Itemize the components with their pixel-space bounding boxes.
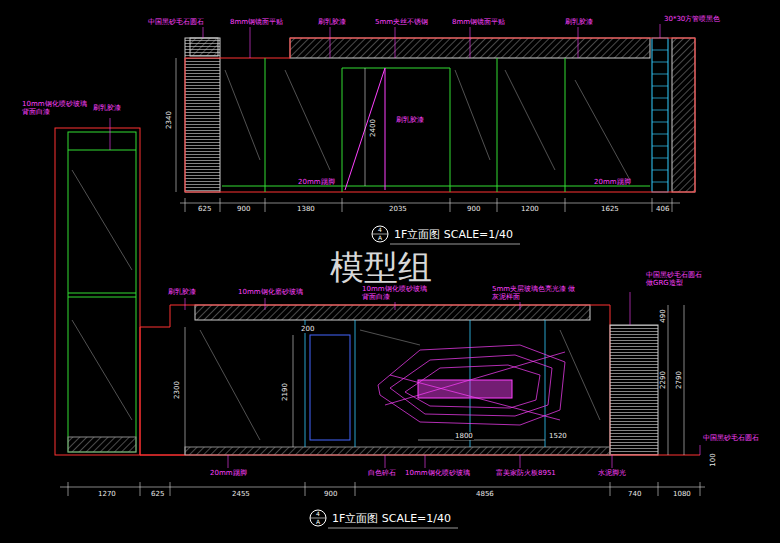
watermark: 模型组	[330, 248, 432, 287]
section-mark: A	[378, 235, 382, 242]
dimension: 625	[150, 490, 165, 498]
material-note: 刷乳胶漆	[396, 116, 424, 124]
view-title: 1F立面图 SCALE=1/40	[394, 229, 513, 242]
dimension: 900	[323, 490, 338, 498]
dimension: 490	[659, 308, 667, 323]
material-note: 富美家防火板8951	[496, 469, 556, 477]
dimension: 1200	[520, 205, 540, 213]
material-note: 5mm夹层玻璃色亮光漆 做灰泥样面	[492, 285, 578, 301]
dimension: 2290	[659, 370, 667, 390]
dimension: 2035	[388, 205, 408, 213]
dimension: 2340	[165, 110, 173, 130]
dimension: 100	[709, 452, 717, 467]
dimension: 2400	[369, 118, 377, 138]
dimension: 406	[655, 205, 670, 213]
section-mark: 4	[316, 511, 320, 518]
material-note: 10mm钢化磨砂玻璃	[238, 288, 303, 296]
material-note: 刷乳胶漆	[565, 18, 593, 26]
dimension: 2790	[675, 370, 683, 390]
dimension: 2300	[173, 380, 181, 400]
dimension: 1625	[600, 205, 620, 213]
dimension: 2455	[231, 490, 251, 498]
dimension: 200	[300, 325, 315, 333]
material-note: 5mm夹丝不锈钢	[375, 18, 428, 26]
material-note: 20mm踢脚	[210, 469, 247, 477]
dimension: 2190	[281, 382, 289, 402]
material-note: 10mm钢化喷砂玻璃	[405, 469, 470, 477]
dimension: 1270	[97, 490, 117, 498]
material-note: 中国黑砂毛石圆石	[703, 434, 759, 442]
material-note: 10mm钢化喷砂玻璃 背面白漆	[22, 100, 88, 116]
material-note: 中国黑砂毛石圆石 做GRG造型	[646, 271, 708, 287]
material-note: 20mm踢脚	[298, 178, 335, 186]
material-note: 30*30方管喷黑色	[664, 15, 720, 23]
material-note: 8mm钢镜面平贴	[452, 18, 505, 26]
dimension: 740	[627, 490, 642, 498]
material-note: 8mm钢镜面平贴	[230, 18, 283, 26]
dimension: 625	[197, 205, 212, 213]
material-note: 水泥脚光	[598, 469, 626, 477]
section-mark: A	[316, 519, 320, 526]
material-note: 20mm踢脚	[594, 178, 631, 186]
view-title: 1F立面图 SCALE=1/40	[332, 513, 451, 526]
dimension: 1800	[454, 432, 474, 440]
material-note: 刷乳胶漆	[168, 288, 196, 296]
material-note: 刷乳胶漆	[318, 18, 346, 26]
dimension: 1380	[296, 205, 316, 213]
dimension: 900	[466, 205, 481, 213]
material-note: 刷乳胶漆	[93, 104, 121, 112]
material-note: 白色碎石	[368, 469, 396, 477]
dimension: 1520	[548, 432, 568, 440]
dimension: 4856	[475, 490, 495, 498]
dimension: 900	[236, 205, 251, 213]
material-note: 10mm钢化喷砂玻璃 背面白漆	[362, 285, 434, 301]
section-mark: 4	[378, 227, 382, 234]
material-note: 中国黑砂毛石圆石	[148, 18, 204, 26]
dimension: 1080	[672, 490, 692, 498]
